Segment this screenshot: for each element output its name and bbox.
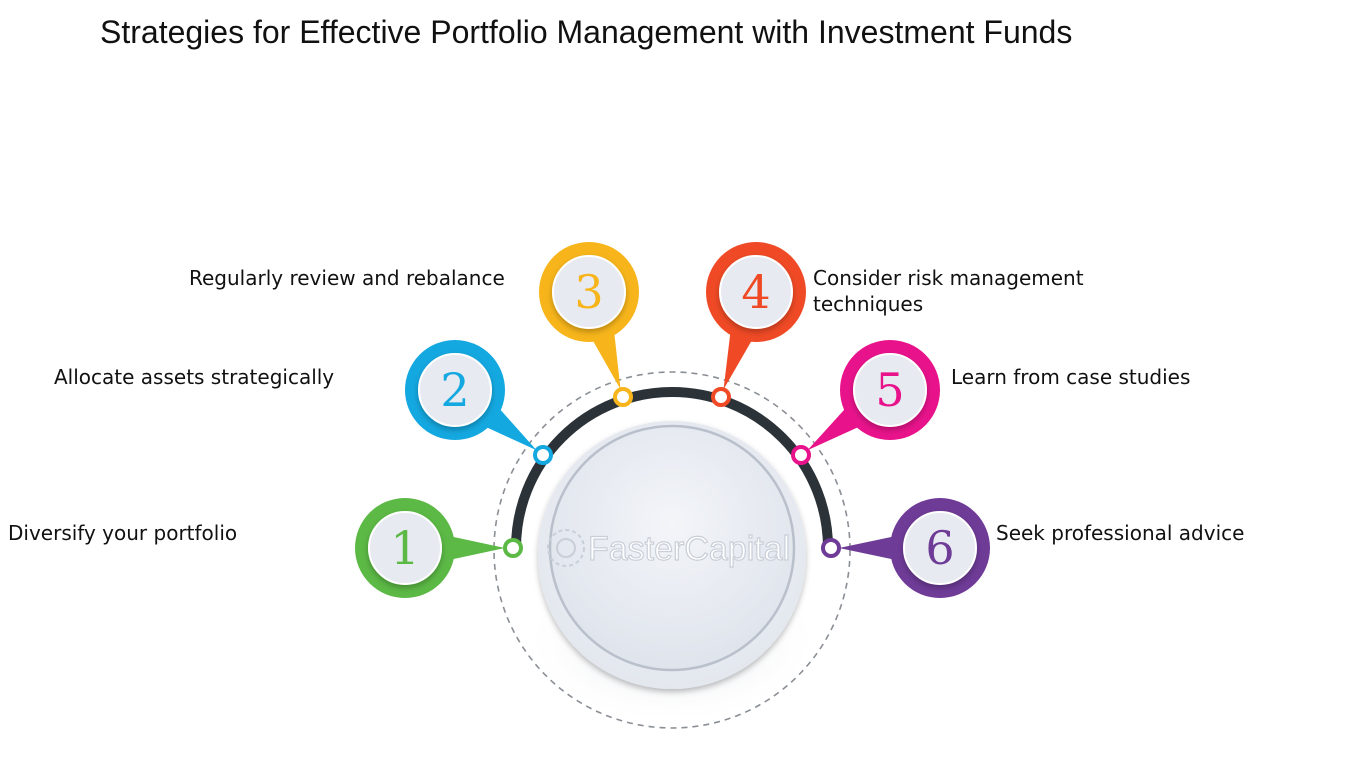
step-4-anchor-dot xyxy=(711,387,731,407)
step-3-label: Regularly review and rebalance xyxy=(189,265,505,291)
step-4-label-line-2: techniques xyxy=(813,292,924,316)
step-4-number: 4 xyxy=(741,265,770,319)
step-6-pin-tail xyxy=(839,536,896,560)
step-4-pin-tail xyxy=(723,329,754,390)
step-5-pin-tail xyxy=(807,406,862,451)
step-5-label: Learn from case studies xyxy=(951,364,1190,390)
step-2-badge-inner xyxy=(418,353,492,427)
step-3-number: 3 xyxy=(574,265,603,319)
step-2-label: Allocate assets strategically xyxy=(54,364,334,390)
step-2-anchor-dot xyxy=(533,445,553,465)
step-1-anchor-dot xyxy=(503,538,523,558)
step-4-marker: 4 xyxy=(706,242,806,407)
step-3-anchor-dot xyxy=(613,387,633,407)
step-6-number: 6 xyxy=(925,521,954,575)
step-6-marker: 6 xyxy=(821,498,990,598)
step-5-number: 5 xyxy=(875,363,904,417)
step-1-badge-inner xyxy=(368,511,442,585)
step-6-label-line-1: Seek professional advice xyxy=(996,521,1245,545)
step-2-marker: 2 xyxy=(405,340,553,465)
step-4-label-line-1: Consider risk management xyxy=(813,266,1084,290)
watermark-text: FasterCapital xyxy=(588,530,790,568)
step-3-pin-tail xyxy=(591,330,621,390)
step-1-marker: 1 xyxy=(355,498,523,598)
step-4-badge-inner xyxy=(719,255,793,329)
step-1-number: 1 xyxy=(390,521,419,575)
step-6-badge-inner xyxy=(903,511,977,585)
step-1-label-line-1: Diversify your portfolio xyxy=(8,521,238,545)
step-4-label: Consider risk management techniques xyxy=(813,265,1084,317)
step-5-badge-inner xyxy=(853,353,927,427)
hub-inner-circle xyxy=(548,424,796,672)
connector-arc xyxy=(511,387,833,549)
step-3-label-line-1: Regularly review and rebalance xyxy=(189,266,505,290)
step-5-label-line-1: Learn from case studies xyxy=(951,365,1191,389)
step-2-number: 2 xyxy=(440,363,469,417)
step-6-label: Seek professional advice xyxy=(996,520,1244,546)
watermark-logo: FasterCapital xyxy=(547,529,791,569)
gear-icon xyxy=(547,529,585,567)
step-3-marker: 3 xyxy=(539,242,639,407)
step-2-label-line-1: Allocate assets strategically xyxy=(54,365,335,389)
step-3-badge-inner xyxy=(552,255,626,329)
step-1-pin-tail xyxy=(449,536,505,560)
step-5-marker: 5 xyxy=(791,340,940,465)
page-title: Strategies for Effective Portfolio Manag… xyxy=(100,14,1073,50)
step-1-label: Diversify your portfolio xyxy=(8,520,237,546)
step-5-anchor-dot xyxy=(791,445,811,465)
step-6-anchor-dot xyxy=(821,538,841,558)
